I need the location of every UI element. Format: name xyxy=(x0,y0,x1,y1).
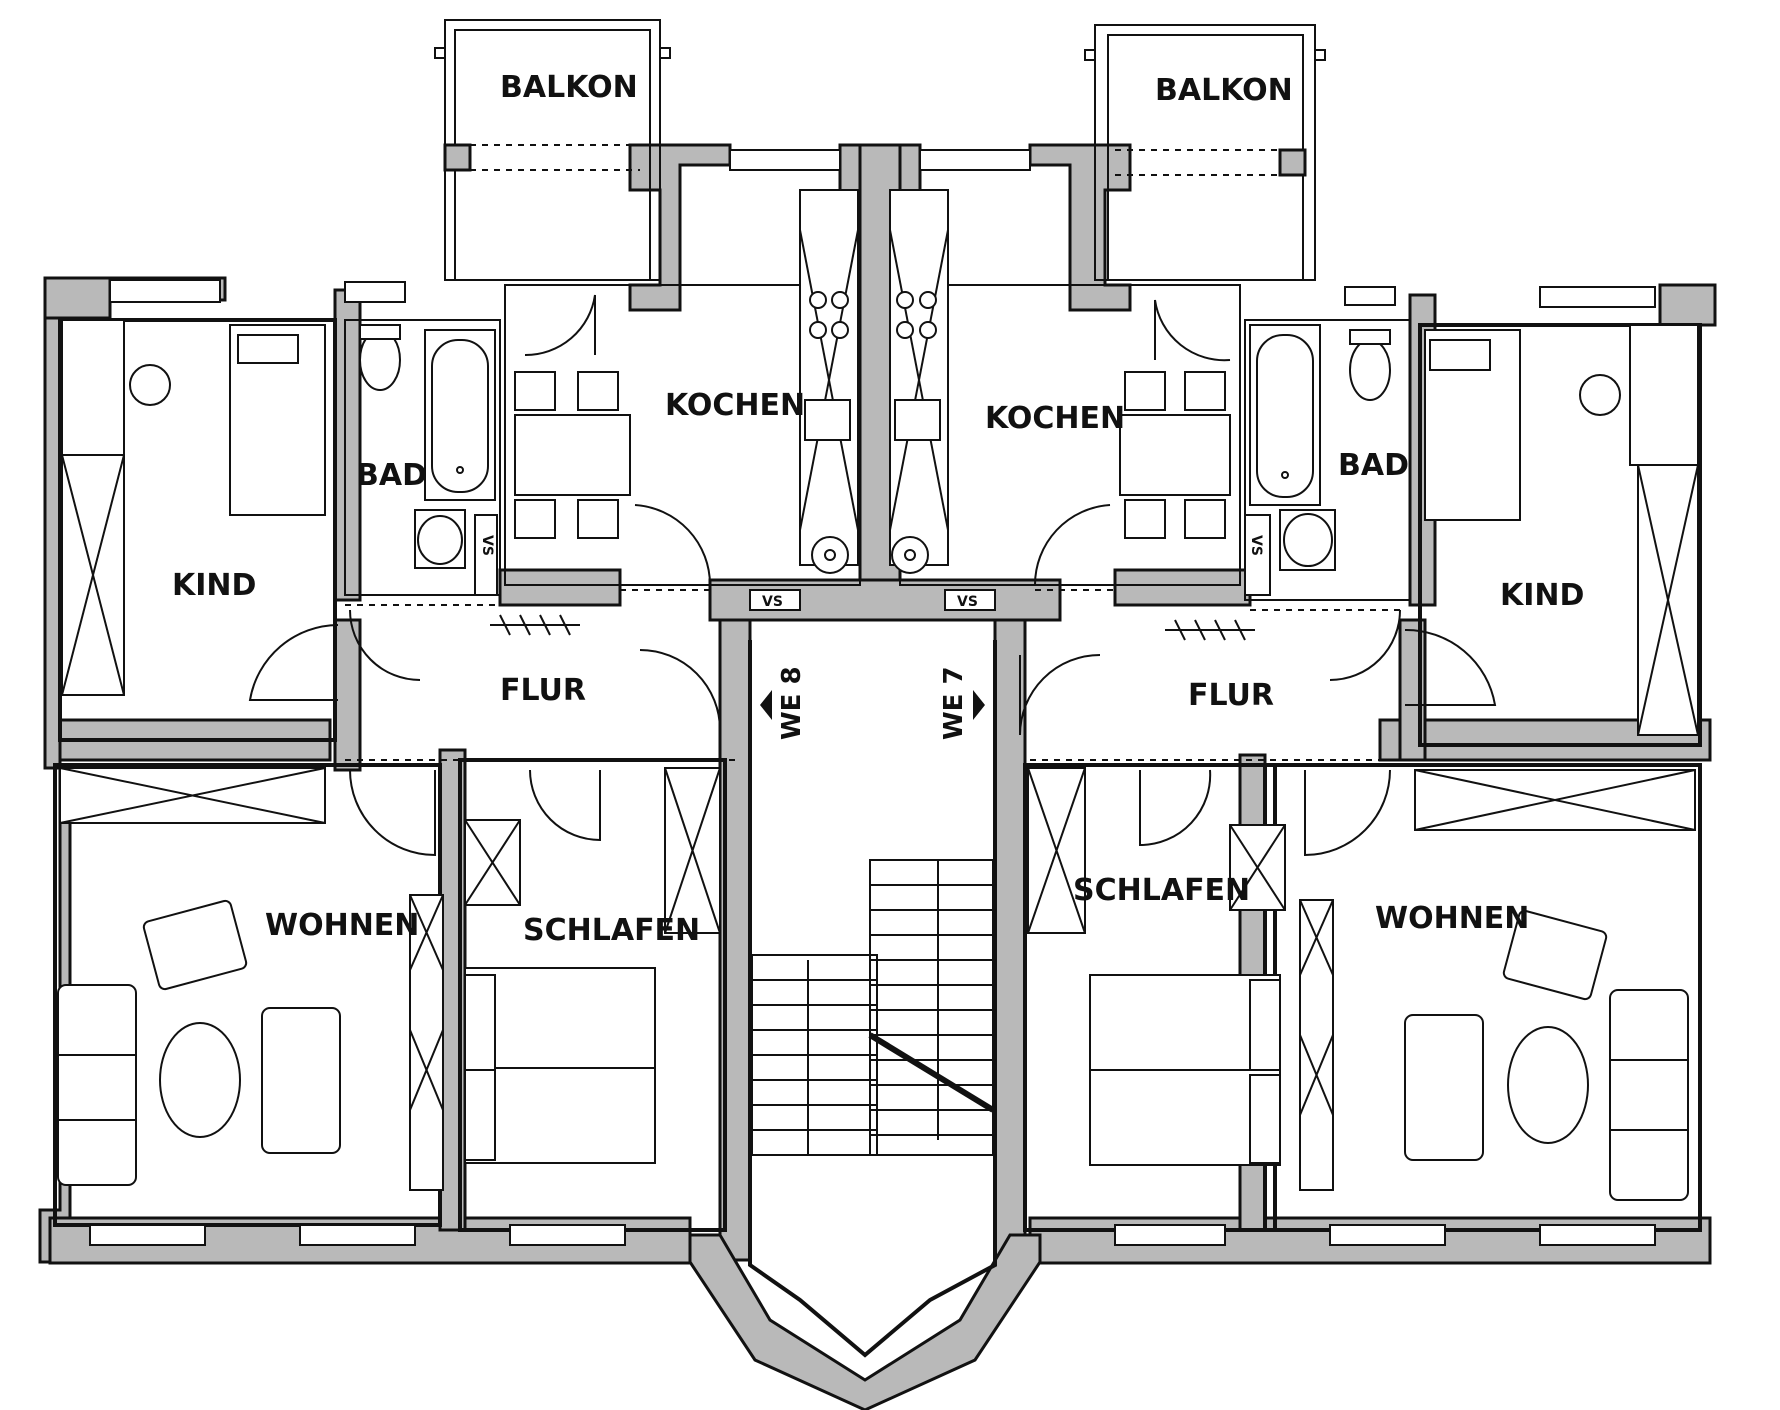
kind-left-furniture xyxy=(61,319,326,696)
room-labels: BALKON BALKON KOCHEN KOCHEN BAD BAD KIND… xyxy=(172,70,1584,948)
label-kochen-left: KOCHEN xyxy=(665,388,805,423)
kochen-left-furniture xyxy=(514,189,859,574)
arrow-left-icon xyxy=(760,690,772,720)
label-kochen-right: KOCHEN xyxy=(985,401,1125,436)
label-balkon-left: BALKON xyxy=(500,70,638,105)
label-wohnen-right: WOHNEN xyxy=(1375,901,1529,936)
schlafen-left-furniture xyxy=(464,767,721,1164)
label-vs-left: VS xyxy=(762,594,783,610)
schlafen-right-furniture xyxy=(1027,767,1286,1166)
label-bad-right: BAD xyxy=(1338,448,1409,483)
label-we8: WE 8 xyxy=(777,666,807,740)
label-vs-right: VS xyxy=(957,594,978,610)
label-vs-bad-left: VS xyxy=(479,535,495,556)
doors xyxy=(248,294,1497,857)
label-kind-left: KIND xyxy=(172,568,256,603)
kind-right-furniture xyxy=(1424,324,1699,736)
bad-left-fixtures xyxy=(359,324,498,596)
windows xyxy=(89,149,1656,1246)
vs-boxes xyxy=(749,589,996,611)
balcony-left xyxy=(434,19,671,281)
we-arrows xyxy=(760,690,985,720)
arrow-right-icon xyxy=(973,690,985,720)
dashed-openings xyxy=(345,589,1405,761)
label-balkon-right: BALKON xyxy=(1155,73,1293,108)
label-schlafen-left: SCHLAFEN xyxy=(523,913,700,948)
staircase xyxy=(751,859,995,1156)
wohnen-right-furniture xyxy=(1299,769,1696,1201)
label-wohnen-left: WOHNEN xyxy=(265,908,419,943)
label-we7: WE 7 xyxy=(939,666,969,740)
label-flur-right: FLUR xyxy=(1188,678,1274,713)
wohnen-left-furniture xyxy=(57,767,444,1191)
label-kind-right: KIND xyxy=(1500,578,1584,613)
label-bad-left: BAD xyxy=(356,458,427,493)
bad-right-fixtures xyxy=(1244,324,1391,596)
label-flur-left: FLUR xyxy=(500,673,586,708)
radiators xyxy=(490,614,1255,641)
kochen-right-furniture xyxy=(889,189,1231,574)
balcony-right xyxy=(1084,24,1326,281)
label-vs-bad-right: VS xyxy=(1248,535,1264,556)
label-schlafen-right: SCHLAFEN xyxy=(1073,873,1250,908)
